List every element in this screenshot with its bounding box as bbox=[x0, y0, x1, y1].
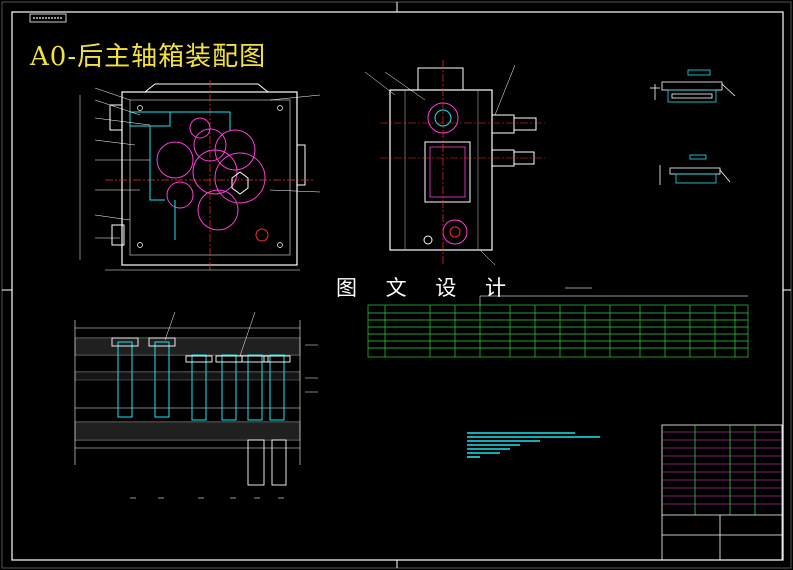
detail-view-b bbox=[659, 154, 731, 185]
parts-table bbox=[367, 287, 749, 358]
drawing-title: A0-后主轴箱装配图 bbox=[30, 42, 267, 72]
shaft-outline bbox=[129, 111, 231, 240]
drawing-number-stamp bbox=[29, 13, 67, 23]
watermark: 图 文 设 计 bbox=[336, 276, 518, 300]
detail-view-a bbox=[650, 69, 736, 103]
front-view bbox=[79, 80, 321, 271]
hex-nut bbox=[231, 171, 249, 195]
technical-notes bbox=[467, 432, 600, 458]
section-view bbox=[74, 311, 318, 499]
title-block bbox=[661, 424, 783, 561]
side-view bbox=[364, 60, 545, 266]
gear-train bbox=[156, 117, 269, 242]
